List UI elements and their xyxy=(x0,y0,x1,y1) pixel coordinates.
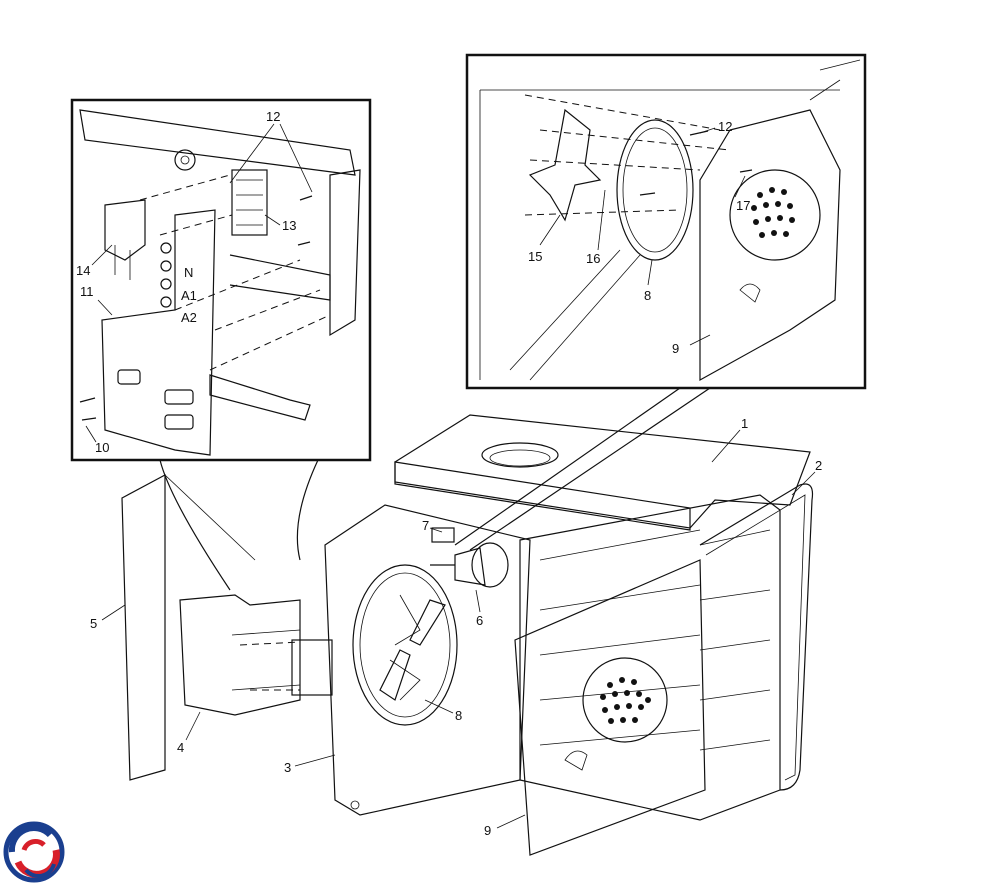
control-plate xyxy=(101,209,216,456)
oven-cavity xyxy=(121,414,814,856)
callout-9: 9 xyxy=(484,823,491,838)
callout-1: 1 xyxy=(741,416,748,431)
side-panel xyxy=(121,473,166,781)
callout-7: 7 xyxy=(422,518,429,533)
callout-12-inset: 12 xyxy=(718,119,732,134)
callout-15: 15 xyxy=(528,249,542,264)
cavity-body xyxy=(519,494,781,821)
callout-6: 6 xyxy=(476,613,483,628)
rear-panel-inset xyxy=(699,109,841,382)
panel-mark-a1: A1 xyxy=(181,288,197,303)
motor-bracket xyxy=(431,527,455,543)
inset-frame-left xyxy=(70,98,372,462)
callout-8-inset: 8 xyxy=(644,288,651,303)
callout-16: 16 xyxy=(586,251,600,266)
front-liner-panel xyxy=(514,559,706,856)
inset-control-board: N A1 A2 xyxy=(70,98,372,591)
brand-logo xyxy=(3,821,65,883)
control-bracket xyxy=(179,594,301,716)
back-plate xyxy=(324,504,531,816)
fan-blade xyxy=(528,108,602,222)
callout-8: 8 xyxy=(455,708,462,723)
callout-2: 2 xyxy=(815,458,822,473)
terminal-block xyxy=(231,169,268,236)
inset-frame-right xyxy=(465,53,867,390)
fan-guard-holes xyxy=(600,677,651,724)
panel-mark-n: N xyxy=(184,265,193,280)
insulation-layer xyxy=(394,461,691,531)
callout-4: 4 xyxy=(177,740,184,755)
callout-3: 3 xyxy=(284,760,291,775)
fan-guard xyxy=(582,657,668,743)
callout-14: 14 xyxy=(76,263,90,278)
callout-9-inset: 9 xyxy=(672,341,679,356)
circular-element-inset xyxy=(616,119,694,261)
callout-13: 13 xyxy=(282,218,296,233)
panel-mark-a2: A2 xyxy=(181,310,197,325)
insulation-top xyxy=(394,414,811,529)
inset-fan-assembly xyxy=(454,53,867,551)
callout-5: 5 xyxy=(90,616,97,631)
callout-labels: 1 2 3 4 5 6 7 8 8 9 9 10 11 12 12 13 14 … xyxy=(76,109,822,838)
leader-lines xyxy=(85,123,816,829)
fan-motor xyxy=(430,542,509,588)
callout-10: 10 xyxy=(95,440,109,455)
door-seal xyxy=(699,483,814,791)
callout-17: 17 xyxy=(736,198,750,213)
convection-element xyxy=(352,564,458,726)
top-vent-opening xyxy=(481,442,559,468)
thermostat xyxy=(104,199,146,261)
callout-11: 11 xyxy=(80,284,94,299)
callout-12: 12 xyxy=(266,109,280,124)
